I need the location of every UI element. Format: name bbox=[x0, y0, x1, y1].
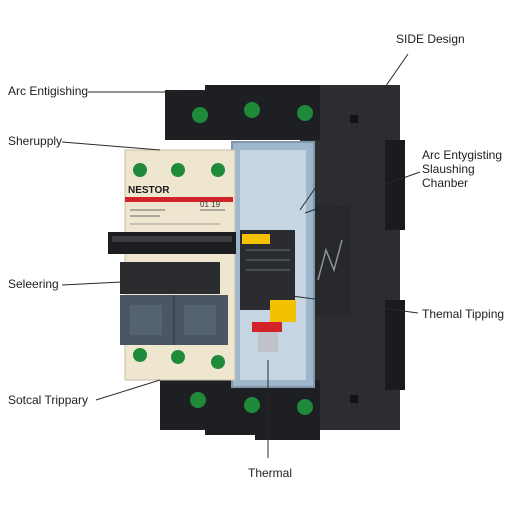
side-housing bbox=[300, 85, 405, 430]
device-brand: NESTOR bbox=[128, 185, 170, 196]
label-arc-chamber: Arc Entygisting Slaushing Chanber bbox=[422, 148, 512, 190]
label-side-design: SIDE Design bbox=[396, 32, 465, 46]
front-panel bbox=[120, 295, 228, 345]
toggle-lever bbox=[108, 232, 236, 294]
arc-chamber-cutaway bbox=[231, 141, 315, 388]
label-arc-extinguishing-left: Arc Entigishing bbox=[8, 84, 89, 98]
device-code: 01 19 bbox=[200, 200, 221, 209]
leader-sotcal bbox=[95, 379, 161, 401]
label-thermal-tipping: Themal Tipping bbox=[422, 307, 505, 321]
leader-sherupply bbox=[61, 141, 161, 151]
leader-thermal-tipping bbox=[291, 295, 419, 314]
label-arc-chamber-line-3: Chanber bbox=[422, 176, 469, 190]
label-sotcal-trippary: Sotcal Trippary bbox=[8, 393, 89, 407]
label-arc-chamber-line-2: Slaushing bbox=[422, 162, 475, 176]
leader-selecting bbox=[61, 281, 123, 286]
label-selecting: Seleering bbox=[8, 277, 59, 291]
top-terminals bbox=[165, 85, 320, 140]
leader-arc-chamber bbox=[304, 171, 421, 214]
leader-lines bbox=[61, 53, 421, 458]
bottom-terminals bbox=[160, 375, 320, 440]
label-arc-chamber-line-1: Arc Entygisting bbox=[422, 148, 503, 162]
leader-side-design bbox=[299, 53, 409, 211]
label-sherupply: Sherupply bbox=[8, 134, 63, 148]
label-thermal: Thermal bbox=[248, 466, 293, 480]
